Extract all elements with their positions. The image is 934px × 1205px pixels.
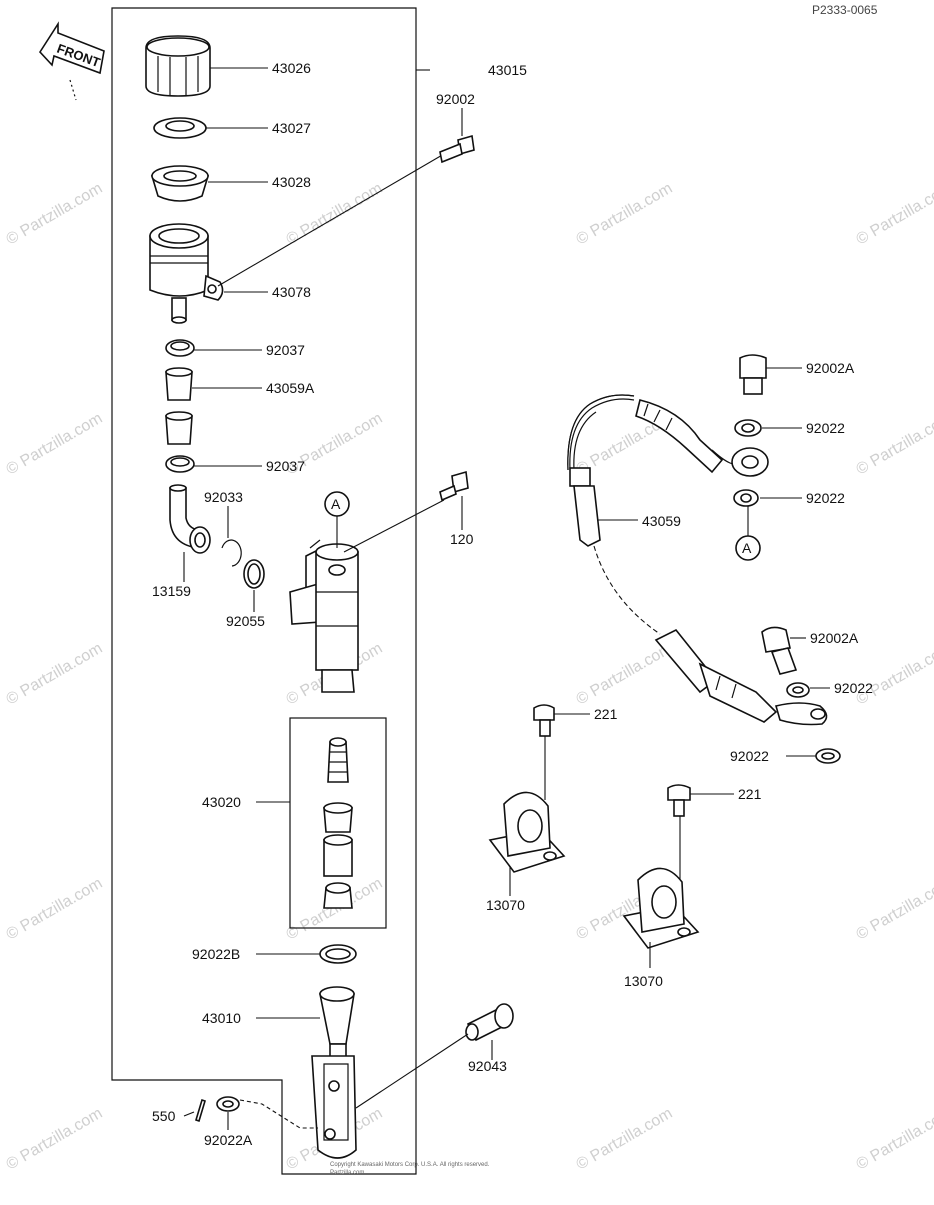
hose-clamp-lower bbox=[166, 456, 194, 472]
diaphragm bbox=[152, 166, 208, 201]
label-92037-upper: 92037 bbox=[266, 342, 305, 358]
watermark-text: © Partzilla.com bbox=[4, 1105, 106, 1174]
label-13159: 13159 bbox=[152, 583, 191, 599]
label-92022-bottom: 92022 bbox=[730, 748, 769, 764]
cotter-pin bbox=[196, 1100, 205, 1121]
watermark-text: © Partzilla.com bbox=[854, 1105, 934, 1174]
label-43059a: 43059A bbox=[266, 380, 315, 396]
label-92002a-top: 92002A bbox=[806, 360, 855, 376]
label-43026: 43026 bbox=[272, 60, 311, 76]
label-92022-mid: 92022 bbox=[834, 680, 873, 696]
label-43027: 43027 bbox=[272, 120, 311, 136]
label-92043: 92043 bbox=[468, 1058, 507, 1074]
label-92002a-mid: 92002A bbox=[810, 630, 859, 646]
label-13070-left: 13070 bbox=[486, 897, 525, 913]
bolt-221-left bbox=[534, 705, 554, 736]
callout-a-right: A bbox=[736, 536, 760, 560]
watermark-text: © Partzilla.com bbox=[574, 180, 676, 249]
label-92022-upper: 92022 bbox=[806, 420, 845, 436]
watermark-text: © Partzilla.com bbox=[854, 410, 934, 479]
watermark-text: © Partzilla.com bbox=[574, 640, 676, 709]
banjo-bolt-92002a-mid bbox=[762, 627, 796, 674]
push-rod bbox=[312, 987, 356, 1158]
banjo-bolt-92002a-top bbox=[740, 355, 766, 394]
label-13070-right: 13070 bbox=[624, 973, 663, 989]
watermark-text: © Partzilla.com bbox=[4, 640, 106, 709]
master-cylinder-body bbox=[290, 540, 358, 692]
watermark-text: © Partzilla.com bbox=[284, 180, 386, 249]
circlip-92033 bbox=[222, 540, 241, 566]
washer-92022-upper bbox=[735, 420, 761, 436]
label-92055: 92055 bbox=[226, 613, 265, 629]
label-92037-lower: 92037 bbox=[266, 458, 305, 474]
hose-clamp-upper bbox=[166, 340, 194, 356]
label-43020: 43020 bbox=[202, 794, 241, 810]
label-550: 550 bbox=[152, 1108, 176, 1124]
bolt-221-right bbox=[668, 785, 690, 816]
reservoir-cap bbox=[146, 36, 210, 96]
footer-copyright: Copyright Kawasaki Motors Corp. U.S.A. A… bbox=[330, 1162, 490, 1168]
label-92002: 92002 bbox=[436, 91, 475, 107]
diaphragm-plate bbox=[154, 118, 206, 138]
label-43010: 43010 bbox=[202, 1010, 241, 1026]
label-43059: 43059 bbox=[642, 513, 681, 529]
bleeder-screw-120 bbox=[440, 472, 468, 500]
snap-ring-92022b bbox=[320, 945, 356, 963]
washer-92022-mid bbox=[787, 683, 809, 697]
watermark-text: © Partzilla.com bbox=[854, 180, 934, 249]
diagram-ref-code: P2333-0065 bbox=[812, 3, 878, 17]
part-labels: 43026 43015 92002 43027 43028 43078 9203… bbox=[152, 60, 873, 1148]
label-221-left: 221 bbox=[594, 706, 618, 722]
banjo-bolt-92002 bbox=[440, 136, 474, 162]
callout-a-left: A bbox=[325, 492, 349, 516]
callout-a-label: A bbox=[331, 496, 341, 512]
watermark-text: © Partzilla.com bbox=[854, 875, 934, 944]
label-92022-lower: 92022 bbox=[806, 490, 845, 506]
front-arrow: FRONT bbox=[40, 24, 104, 100]
washer-92022-bottom bbox=[816, 749, 840, 763]
label-92022b: 92022B bbox=[192, 946, 240, 962]
watermark-text: © Partzilla.com bbox=[854, 640, 934, 709]
label-92033: 92033 bbox=[204, 489, 243, 505]
footer-site: Partzilla.com bbox=[330, 1170, 364, 1176]
label-43015: 43015 bbox=[488, 62, 527, 78]
label-43078: 43078 bbox=[272, 284, 311, 300]
label-120: 120 bbox=[450, 531, 474, 547]
watermark-text: © Partzilla.com bbox=[4, 410, 106, 479]
bracket-13070-left bbox=[490, 792, 564, 872]
label-221-right: 221 bbox=[738, 786, 762, 802]
reservoir-hose bbox=[166, 368, 192, 444]
callout-a-label: A bbox=[742, 540, 752, 556]
watermark-text: © Partzilla.com bbox=[574, 1105, 676, 1174]
reservoir-tank bbox=[150, 224, 223, 323]
washer-92022-lower bbox=[734, 490, 758, 506]
label-92022a: 92022A bbox=[204, 1132, 253, 1148]
clevis-pin bbox=[466, 1004, 513, 1040]
o-ring-92055 bbox=[244, 560, 264, 588]
watermark-text: © Partzilla.com bbox=[4, 875, 106, 944]
label-43028: 43028 bbox=[272, 174, 311, 190]
washer-92022a bbox=[217, 1097, 239, 1111]
watermark-text: © Partzilla.com bbox=[4, 180, 106, 249]
